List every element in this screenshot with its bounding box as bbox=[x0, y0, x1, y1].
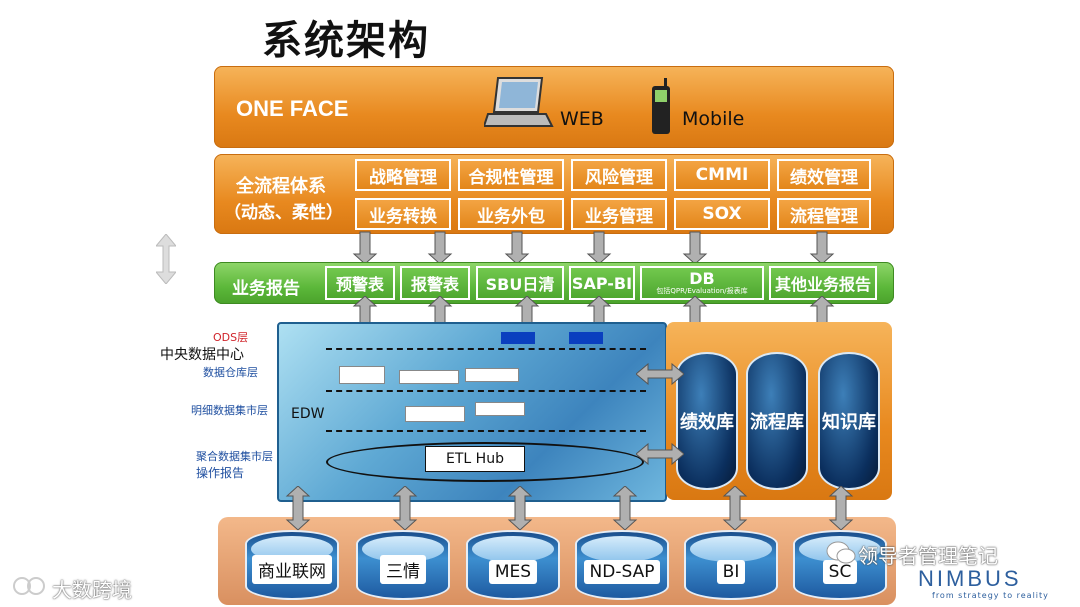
side-label-detail: 明细数据集市层 bbox=[191, 404, 268, 417]
watermark-left-icon bbox=[13, 577, 45, 595]
report-box-alarm: 报警表 bbox=[400, 266, 470, 300]
process-report-arrows bbox=[352, 231, 835, 265]
side-label-center: 中央数据中心 bbox=[160, 347, 244, 363]
process-box-process-mgmt: 流程管理 bbox=[777, 198, 871, 230]
mobile-label: Mobile bbox=[682, 108, 745, 130]
side-label-agg: 聚合数据集市层 bbox=[196, 450, 273, 463]
edw-table-thumb-1 bbox=[339, 366, 385, 384]
process-box-outsource: 业务外包 bbox=[458, 198, 564, 230]
process-box-performance: 绩效管理 bbox=[777, 159, 871, 191]
laptop-icon bbox=[484, 77, 554, 127]
report-db-sub: 包括QPR/Evaluation/报表库 bbox=[656, 286, 748, 295]
edw-marker-2 bbox=[569, 332, 603, 344]
source-db-bi-label: BI bbox=[716, 560, 746, 584]
process-box-cmmi: CMMI bbox=[674, 159, 770, 191]
one-face-band bbox=[214, 66, 894, 148]
source-db-commerce-label: 商业联网 bbox=[252, 555, 332, 584]
source-db-nd-sap: ND-SAP bbox=[575, 530, 669, 600]
edw-table-thumb-5 bbox=[475, 402, 525, 416]
edw-table-thumb-4 bbox=[405, 406, 465, 422]
watermark-right: 领导者管理笔记 bbox=[858, 544, 998, 568]
source-db-sanqing-label: 三情 bbox=[380, 555, 426, 584]
side-label-ods: ODS层 bbox=[213, 331, 249, 344]
report-box-other: 其他业务报告 bbox=[769, 266, 877, 300]
process-label-line2: （动态、柔性） bbox=[224, 203, 343, 222]
source-db-mes-label: MES bbox=[488, 560, 538, 584]
edw-dash-line-3 bbox=[326, 430, 646, 432]
source-db-sc-label: SC bbox=[822, 560, 858, 584]
source-db-nd-sap-label: ND-SAP bbox=[583, 560, 661, 584]
edw-block: EDW ETL Hub bbox=[277, 322, 667, 502]
sources-arrows bbox=[285, 486, 854, 531]
process-box-strategy: 战略管理 bbox=[355, 159, 451, 191]
report-label: 业务报告 bbox=[232, 279, 300, 298]
source-db-mes: MES bbox=[466, 530, 560, 600]
report-box-warning: 预警表 bbox=[325, 266, 395, 300]
source-db-bi: BI bbox=[684, 530, 778, 600]
source-db-sanqing: 三情 bbox=[356, 530, 450, 600]
double-arrow-icon bbox=[156, 234, 176, 284]
one-face-label: ONE FACE bbox=[236, 96, 349, 121]
edw-label: EDW bbox=[291, 406, 325, 422]
process-box-compliance: 合规性管理 bbox=[458, 159, 564, 191]
page-title: 系统架构 bbox=[262, 18, 430, 64]
process-box-risk: 风险管理 bbox=[571, 159, 667, 191]
report-box-sbu: SBU日清 bbox=[476, 266, 564, 300]
process-box-sox: SOX bbox=[674, 198, 770, 230]
edw-knowledge-arrows bbox=[636, 362, 684, 466]
process-box-transform: 业务转换 bbox=[355, 198, 451, 230]
etl-hub-label: ETL Hub bbox=[425, 446, 525, 472]
process-box-business-mgmt: 业务管理 bbox=[571, 198, 667, 230]
edw-marker-1 bbox=[501, 332, 535, 344]
report-box-db: DB 包括QPR/Evaluation/报表库 bbox=[640, 266, 764, 300]
performance-db: 绩效库 bbox=[676, 352, 738, 490]
wechat-icon bbox=[826, 541, 856, 564]
knowledge-db: 知识库 bbox=[818, 352, 880, 490]
nimbus-logo: NIMBUS bbox=[918, 566, 1022, 591]
web-label: WEB bbox=[560, 108, 604, 130]
report-box-sap-bi: SAP-BI bbox=[569, 266, 635, 300]
nimbus-tagline: from strategy to reality bbox=[932, 591, 1049, 600]
edw-table-thumb-2 bbox=[399, 370, 459, 384]
side-label-ops: 操作报告 bbox=[196, 466, 245, 480]
watermark-left: 大数跨境 bbox=[52, 578, 132, 602]
process-label-line1: 全流程体系 bbox=[236, 176, 326, 196]
edw-table-thumb-3 bbox=[465, 368, 519, 382]
etl-hub-ellipse bbox=[326, 442, 644, 482]
edw-dash-line-1 bbox=[326, 348, 646, 350]
source-db-commerce: 商业联网 bbox=[245, 530, 339, 600]
edw-dash-line-2 bbox=[326, 390, 646, 392]
process-db: 流程库 bbox=[746, 352, 808, 490]
mobile-phone-icon bbox=[652, 78, 670, 134]
report-db-label: DB bbox=[689, 269, 715, 289]
side-label-dw: 数据仓库层 bbox=[203, 366, 258, 379]
